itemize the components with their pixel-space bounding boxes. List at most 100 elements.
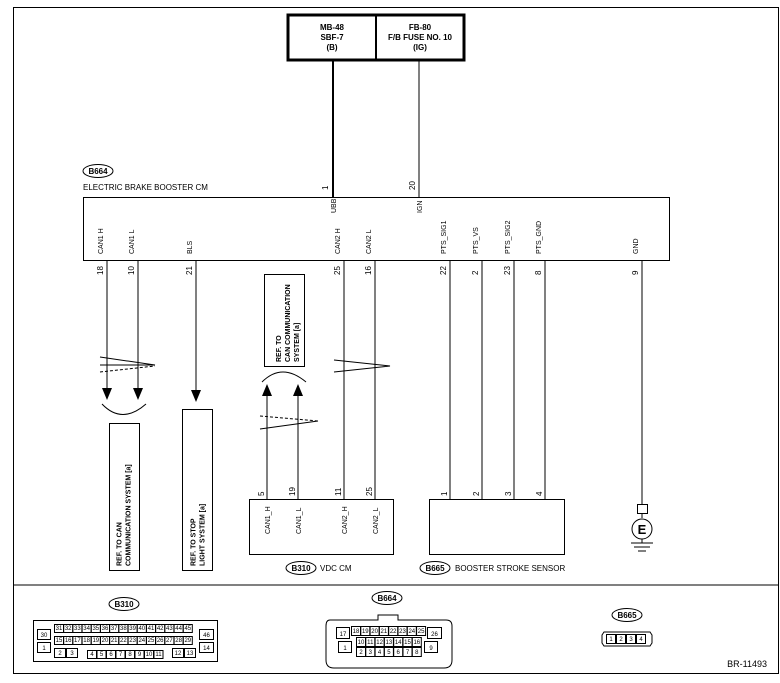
pin-label: CAN1 H [98,228,105,254]
pin-cell [172,648,184,658]
pin-cell-number: 16 [65,638,72,644]
pin-label: CAN2 L [366,229,373,254]
pin-cell-number: 24 [408,629,415,635]
pin-number: 21 [185,266,194,275]
pin-cell-number: 8 [128,652,132,658]
pin-cell-number: 22 [120,638,127,644]
pin-cell-number: 11 [155,652,162,658]
pin-number: 19 [288,487,297,496]
pin-cell-number: 40 [138,626,145,632]
pin-cell-number: 6 [397,650,401,656]
pin-number: 8 [534,270,543,275]
pin-cell-number: 44 [175,626,182,632]
pin-cell-number: 8 [415,650,419,656]
connector-id: B310 [291,564,311,573]
pin-cell-number: 1 [609,637,613,643]
pin-cell-number: 2 [359,650,363,656]
pin-cell-number: 46 [203,633,210,639]
connector-outline [33,620,218,662]
pin-cell-number: 32 [65,626,72,632]
pin-cell-number: 27 [166,638,173,644]
pin-number: 5 [257,491,266,496]
pin-number: 23 [503,266,512,275]
pin-number: 25 [365,487,374,496]
module-box [429,499,565,555]
module-title: ELECTRIC BRAKE BOOSTER CM [83,183,208,192]
ref-text-line: REF. TO CAN [117,522,124,566]
pin-number: 25 [333,266,342,275]
twisted-pair-shield [99,365,156,373]
pin-cell [424,641,438,653]
outer-frame [13,7,779,674]
pin-cell [54,648,66,658]
twisted-pair-shield [259,415,319,422]
pin-cell-number: 2 [58,651,62,657]
pin-cell-number: 12 [175,651,182,657]
twisted-pair-mark [333,359,391,373]
pin-cell-number: 3 [369,650,373,656]
pin-number: 3 [504,491,513,496]
pin-cell-number: 28 [175,638,182,644]
fuse-box-mb48: MB-48 SBF-7 (B) [320,23,345,52]
pin-number: 16 [364,266,373,275]
pin-cell-number: 9 [429,646,433,652]
pin-label: BLS [187,240,194,254]
pin-cell-number: 26 [431,632,438,638]
pin-cell-number: 13 [187,651,194,657]
pin-cell-number: 17 [74,638,81,644]
pin-cell-number: 17 [340,632,347,638]
connector-badge [371,591,403,605]
arrow-down [133,388,143,400]
connector-id: B665 [617,611,637,620]
pin-cell-number: 20 [102,638,109,644]
pin-cell-number: 2 [619,637,623,643]
pin-label: CAN1 L [129,229,136,254]
pin-cell [184,648,196,658]
pin-number: 22 [439,266,448,275]
ground-terminal [637,504,648,514]
pin-label: PTS_SIG1 [441,220,448,254]
connector-id: B664 [88,167,108,176]
pin-cell-number: 6 [109,652,113,658]
pin-cell-number: 21 [111,638,118,644]
pin-cell-number: 14 [203,646,210,652]
pin-cell-number: 36 [102,626,109,632]
pin-cell-number: 19 [92,638,99,644]
pin-cell-number: 12 [376,640,383,646]
pin-cell-number: 15 [56,638,63,644]
ground-symbol: E [631,504,653,552]
pin-cell-number: 34 [83,626,90,632]
pin-cell [37,642,51,653]
pin-cell-number: 39 [129,626,136,632]
arrow-up [293,384,303,396]
ref-text-line: COMMUNICATION SYSTEM [a] [126,464,133,566]
pin-label: PTS_SIG2 [505,220,512,254]
pin-cell-number: 37 [111,626,118,632]
pin-label: CAN1_L [296,507,303,534]
pin-cell-number: 10 [358,640,365,646]
pin-cell-number: 21 [381,629,388,635]
pin-cell [616,634,626,644]
pin-cell [416,626,427,636]
ref-text-line: REF. TO STOP [191,518,198,566]
pin-cell-number: 41 [148,626,155,632]
twisted-pair-mark [259,420,319,430]
figure-code: BR-11493 [727,659,767,669]
ref-text-line: REF. TO [276,335,283,362]
pin-cell-number: 45 [184,626,191,632]
pin-label: GND [633,238,640,254]
arrow-up [262,384,272,396]
pin-cell [606,634,616,644]
pin-cell-number: 43 [166,626,173,632]
connector-outline [325,614,453,669]
pin-number: 11 [334,487,343,496]
module-title: BOOSTER STROKE SENSOR [455,564,565,573]
connector-badge [285,561,317,575]
pin-cell-number: 24 [138,638,145,644]
